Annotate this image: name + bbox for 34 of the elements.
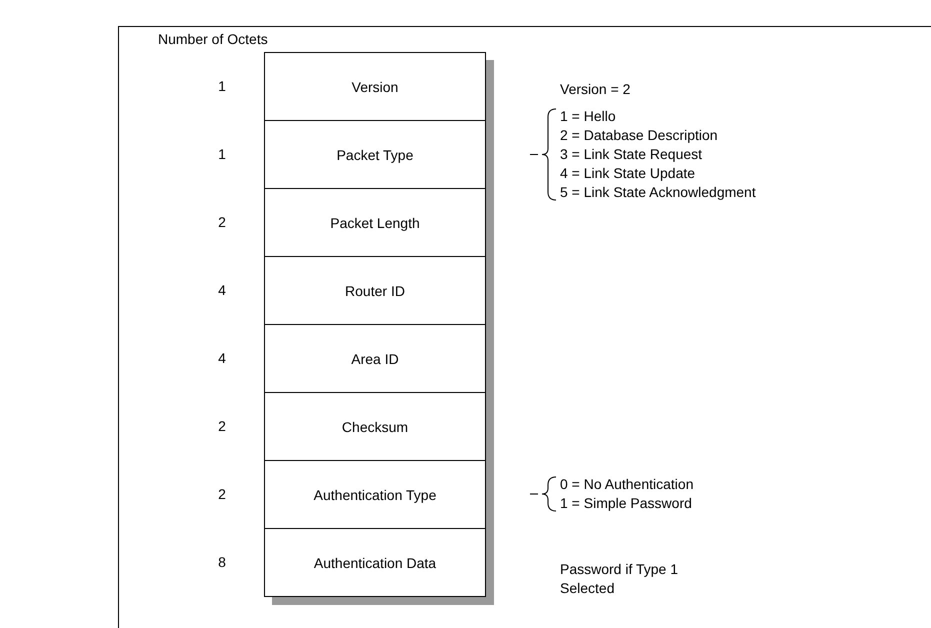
field-box xyxy=(264,188,486,257)
field-name: Authentication Type xyxy=(314,486,436,502)
note-text: 4 = Link State Update xyxy=(560,164,696,182)
octet-count: 8 xyxy=(217,554,227,570)
note-text: Version = 2 xyxy=(560,80,632,99)
field-name: Packet Length xyxy=(330,214,420,230)
note-text: 2 = Database Description xyxy=(560,126,719,144)
octet-count: 4 xyxy=(217,282,227,298)
note-text: 0 = No Authentication xyxy=(560,475,694,494)
field-name: Area ID xyxy=(351,350,399,366)
field-name: Authentication Data xyxy=(314,554,436,570)
field-name: Router ID xyxy=(345,282,405,298)
field-box xyxy=(264,120,486,189)
field-box xyxy=(264,256,486,325)
note-text: 1 = Hello xyxy=(560,106,617,126)
octet-count: 2 xyxy=(217,418,227,434)
octet-count: 2 xyxy=(217,214,227,230)
field-name: Version xyxy=(352,78,398,94)
field-box xyxy=(264,52,486,121)
note-text: Password if Type 1 Selected xyxy=(560,560,680,598)
field-name: Checksum xyxy=(342,418,408,434)
field-box xyxy=(264,392,486,461)
octet-count: 4 xyxy=(217,350,227,366)
field-box xyxy=(264,460,486,529)
octet-count: 2 xyxy=(217,486,227,502)
octet-count: 1 xyxy=(217,146,227,162)
field-box xyxy=(264,324,486,393)
field-box xyxy=(264,528,486,597)
note-text: 5 = Link State Acknowledgment xyxy=(560,182,757,202)
column-heading: Number of Octets xyxy=(158,30,269,49)
note-text: 1 = Simple Password xyxy=(560,494,693,513)
note-text: 3 = Link State Request xyxy=(560,144,704,164)
field-name: Packet Type xyxy=(336,146,414,162)
octet-count: 1 xyxy=(217,78,227,94)
